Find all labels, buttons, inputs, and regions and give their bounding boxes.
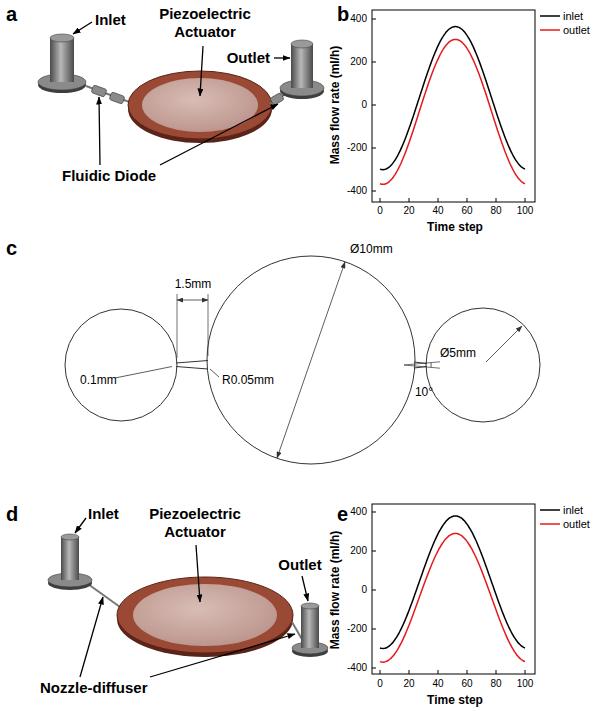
part-label: Inlet xyxy=(95,11,126,29)
tick-label: 200 xyxy=(350,545,367,557)
tick-label: 100 xyxy=(517,678,534,690)
legend-text: inlet xyxy=(563,10,583,22)
flow-curve xyxy=(380,533,525,662)
tick-label: 400 xyxy=(350,13,367,25)
tick-label: -400 xyxy=(347,662,367,674)
tick-label: 0 xyxy=(361,99,367,111)
legend-line xyxy=(540,27,560,33)
tick-label: 0 xyxy=(361,584,367,596)
part-label: Fluidic Diode xyxy=(62,167,156,185)
chart-frame-e xyxy=(372,504,535,674)
part-label: Piezoelectric Actuator xyxy=(149,5,261,41)
tick-label: 40 xyxy=(432,678,443,690)
leader-lines-d xyxy=(75,518,308,677)
legend-entry: inlet xyxy=(540,10,583,22)
legend-line xyxy=(540,521,560,527)
part-label: Piezoelectric Actuator xyxy=(139,505,251,541)
axis-title: Time step xyxy=(427,693,483,707)
panel-letter: d xyxy=(6,502,18,526)
tick-label: 0 xyxy=(377,205,383,217)
tick-label: 20 xyxy=(403,205,414,217)
tick-label: 80 xyxy=(490,205,501,217)
legend-line xyxy=(540,507,560,513)
legend-text: inlet xyxy=(563,504,583,516)
chart-frame-b xyxy=(372,10,535,202)
tick-label: -400 xyxy=(347,185,367,197)
tick-label: 20 xyxy=(403,678,414,690)
tick-label: 60 xyxy=(461,205,472,217)
panel-letter: c xyxy=(6,236,17,260)
legend-entry: outlet xyxy=(540,24,590,36)
legend-text: outlet xyxy=(563,518,590,530)
flow-curve xyxy=(380,39,525,184)
dimension: Ø5mm xyxy=(440,346,476,360)
tick-label: -200 xyxy=(347,142,367,154)
part-label: Outlet xyxy=(227,49,270,67)
part-label: Inlet xyxy=(88,505,119,523)
tick-label: 40 xyxy=(432,205,443,217)
geometry-drawing xyxy=(65,256,540,464)
legend-entry: outlet xyxy=(540,518,590,530)
tick-label: 60 xyxy=(461,678,472,690)
curves xyxy=(380,27,525,663)
dimension: 1.5mm xyxy=(175,277,212,291)
axis-title: Mass flow rate (ml/h) xyxy=(328,531,342,650)
tick-label: -200 xyxy=(347,623,367,635)
leader-lines-a xyxy=(73,22,290,165)
panel-letter: a xyxy=(6,2,17,26)
legend-line xyxy=(540,13,560,19)
legend-entry: inlet xyxy=(540,504,583,516)
axis-title: Mass flow rate (ml/h) xyxy=(328,46,342,165)
tick-label: 200 xyxy=(350,56,367,68)
tick-label: 400 xyxy=(350,506,367,518)
dimension: Ø10mm xyxy=(350,242,393,256)
device-a xyxy=(38,34,324,143)
tick-label: 80 xyxy=(490,678,501,690)
tick-label: 100 xyxy=(517,205,534,217)
dimension: 10° xyxy=(415,385,433,399)
panel-letter: b xyxy=(337,2,349,26)
legend-text: outlet xyxy=(563,24,590,36)
device-d xyxy=(48,534,328,657)
dimension: 0.1mm xyxy=(80,373,117,387)
panel-letter: e xyxy=(337,502,348,526)
part-label: Outlet xyxy=(278,556,321,574)
dimension: R0.05mm xyxy=(222,373,274,387)
tick-label: 0 xyxy=(377,678,383,690)
axis-title: Time step xyxy=(427,220,483,234)
part-label: Nozzle-diffuser xyxy=(40,679,148,697)
